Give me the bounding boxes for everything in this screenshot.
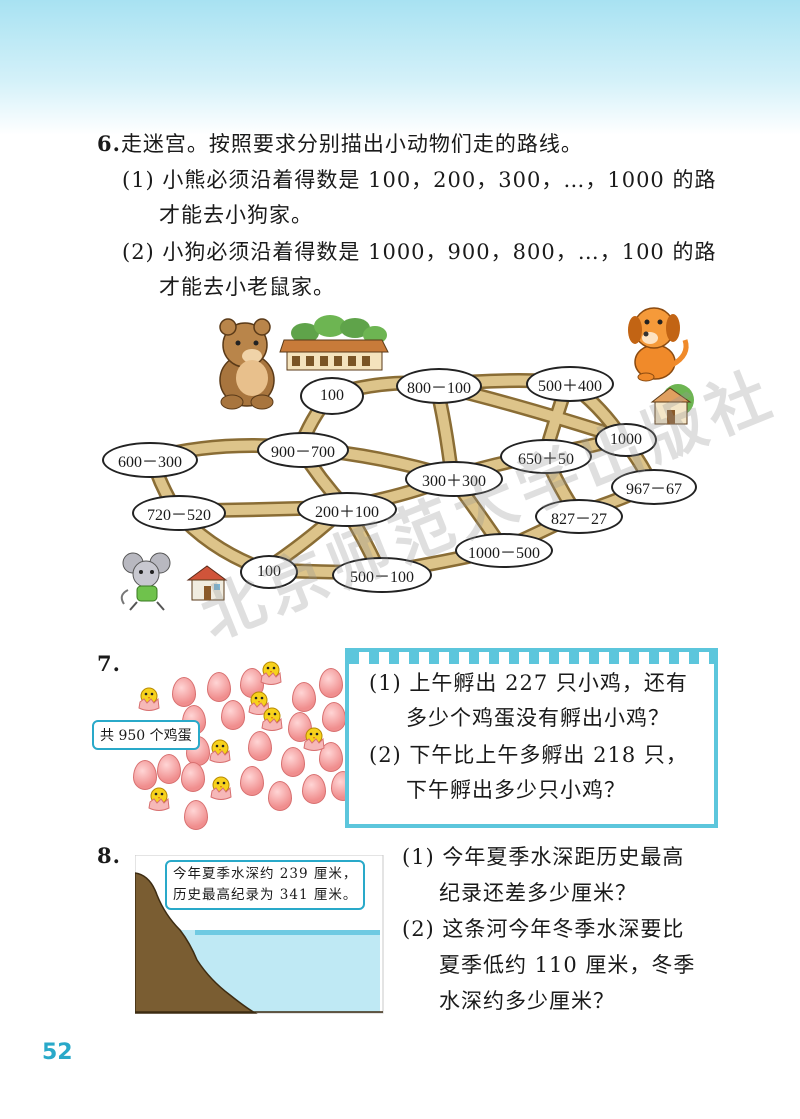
q7-part2-line1: (2) 下午比上午多孵出 218 只， [369,743,688,767]
maze-node: 300＋300 [405,461,503,497]
q8-part2-line3: 水深约多少厘米？ [439,989,615,1013]
bear-house-icon [279,315,389,371]
q7-question-box [345,648,718,828]
chick-icon [261,707,283,731]
chick-icon [148,787,170,811]
maze-node: 100 [300,377,364,415]
maze-node: 200＋100 [297,492,397,527]
maze-node: 967－67 [611,469,697,505]
chick-icon [138,687,160,711]
dog-house-icon [650,384,694,425]
maze-node: 1000 [595,423,657,457]
maze-node: 900－700 [257,432,349,468]
q7-part2-line2: 下午孵出多少只小鸡？ [406,778,626,802]
header-band [0,0,800,135]
q7-number: 7. [97,651,121,676]
chick-icon [260,661,282,685]
q6-part1-line1: (1) 小熊必须沿着得数是 100，200，300，…，1000 的路 [122,168,717,192]
maze-node: 827－27 [535,499,623,534]
q7-part1-line1: (1) 上午孵出 227 只小鸡，还有 [369,671,688,695]
q6-part2-line2: 才能去小老鼠家。 [159,275,335,299]
egg-count-label: 共 950 个鸡蛋 [92,720,200,750]
water-depth-note: 今年夏季水深约 239 厘米， 历史最高纪录为 341 厘米。 [165,860,366,910]
q8-part2-line1: (2) 这条河今年冬季水深要比 [402,917,685,941]
q6-part1-line2: 才能去小狗家。 [159,203,313,227]
q6-part2-line1: (2) 小狗必须沿着得数是 1000，900，800，…，100 的路 [122,240,717,264]
q8-part2-line2: 夏季低约 110 厘米，冬季 [439,953,696,977]
maze-node: 500－100 [332,557,432,593]
maze-node: 800－100 [396,368,482,404]
maze-node: 500＋400 [526,366,614,402]
maze-node: 600－300 [102,442,198,478]
maze-node: 720－520 [132,495,226,531]
bear-icon [219,318,275,410]
chick-icon [210,776,232,800]
q6-title-line: 6.走迷宫。按照要求分别描出小动物们走的路线。 [97,128,583,161]
maze-node: 100 [240,555,298,589]
chick-icon [303,727,325,751]
water-depth-note-line1: 今年夏季水深约 239 厘米， [173,866,358,882]
chick-icon [209,739,231,763]
maze-node: 650＋50 [500,439,592,474]
q6-number: 6. [97,131,121,156]
dog-icon [628,307,689,382]
page-number: 52 [42,1040,73,1065]
box-ruler-border [349,652,714,664]
water-depth-note-line2: 历史最高纪录为 341 厘米。 [173,886,358,903]
q6-title: 走迷宫。按照要求分别描出小动物们走的路线。 [120,132,583,156]
q8-part1-line1: (1) 今年夏季水深距历史最高 [402,845,685,869]
maze-node: 1000－500 [455,533,553,568]
mouse-icon [120,552,171,611]
mouse-house-icon [186,565,228,601]
q8-part1-line2: 纪录还差多少厘米？ [439,881,637,905]
q7-part1-line2: 多少个鸡蛋没有孵出小鸡？ [406,706,670,730]
q8-number: 8. [97,843,121,868]
